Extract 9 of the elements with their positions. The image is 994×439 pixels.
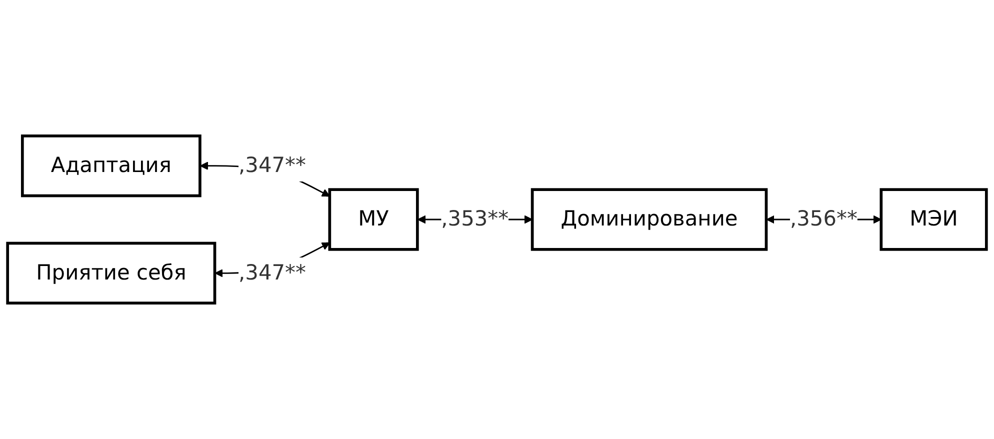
edge-label: ,347** bbox=[238, 154, 306, 178]
node-box: МУ bbox=[328, 188, 419, 251]
edge-label: ,347** bbox=[238, 261, 306, 286]
node-box: МЭИ bbox=[880, 188, 988, 251]
edge-label: ,353** bbox=[441, 208, 509, 232]
node-box: Адаптация bbox=[20, 134, 202, 198]
node-box: Приятие себя bbox=[6, 242, 216, 304]
node-box: Доминирование bbox=[530, 188, 768, 251]
edge-label: ,356** bbox=[790, 208, 858, 232]
